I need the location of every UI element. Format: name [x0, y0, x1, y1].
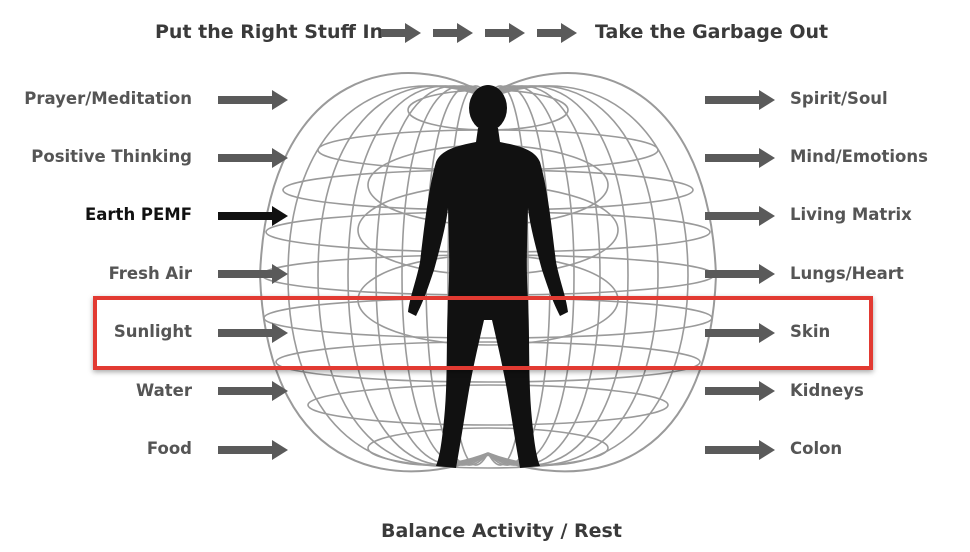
- highlight-box-sunlight-skin: [93, 296, 873, 370]
- header-right-title: Take the Garbage Out: [595, 21, 829, 43]
- header-left-title: Put the Right Stuff In: [155, 21, 384, 43]
- input-label-fresh-air: Fresh Air: [108, 264, 192, 283]
- figure-head: [469, 85, 507, 131]
- output-arrow-3: [705, 206, 775, 226]
- input-arrow-5: [218, 323, 288, 343]
- output-arrow-5: [705, 323, 775, 343]
- input-arrow-3: [218, 206, 288, 226]
- output-arrow-4: [705, 264, 775, 284]
- input-label-sunlight: Sunlight: [113, 322, 192, 341]
- output-label-living-matrix: Living Matrix: [790, 205, 912, 224]
- input-label-water: Water: [136, 381, 192, 400]
- header-arrow-4: [537, 23, 577, 43]
- output-label-kidneys: Kidneys: [790, 381, 864, 400]
- output-arrow-6: [705, 381, 775, 401]
- input-arrow-4: [218, 264, 288, 284]
- footer-title: Balance Activity / Rest: [381, 520, 622, 542]
- output-label-spirit-soul: Spirit/Soul: [790, 89, 888, 108]
- input-arrow-1: [218, 90, 288, 110]
- input-arrow-7: [218, 440, 288, 460]
- output-arrow-1: [705, 90, 775, 110]
- output-label-mind-emotions: Mind/Emotions: [790, 147, 928, 166]
- output-label-skin: Skin: [790, 322, 831, 341]
- human-silhouette: [408, 85, 568, 468]
- input-label-prayer-meditation: Prayer/Meditation: [24, 89, 192, 108]
- output-label-lungs-heart: Lungs/Heart: [790, 264, 904, 283]
- input-arrow-6: [218, 381, 288, 401]
- header-arrow-3: [485, 23, 525, 43]
- output-arrow-2: [705, 148, 775, 168]
- input-label-positive-thinking: Positive Thinking: [31, 147, 192, 166]
- header-arrow-2: [433, 23, 473, 43]
- output-arrow-7: [705, 440, 775, 460]
- input-label-earth-pemf: Earth PEMF: [85, 205, 192, 224]
- output-label-colon: Colon: [790, 439, 843, 458]
- header-arrow-1: [381, 23, 421, 43]
- input-label-food: Food: [146, 439, 192, 458]
- input-arrow-2: [218, 148, 288, 168]
